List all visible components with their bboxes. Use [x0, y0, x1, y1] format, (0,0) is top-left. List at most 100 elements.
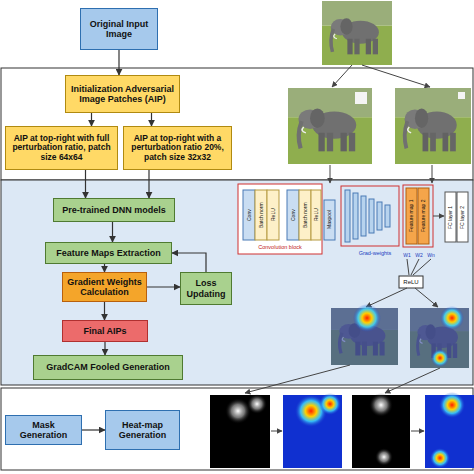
flow-arrow [172, 253, 206, 272]
flow-arrow [82, 429, 105, 430]
heat-spot [353, 304, 381, 332]
box-label: Feature Maps Extraction [56, 248, 161, 258]
box-label: GradCAM Fooled Generation [46, 362, 170, 372]
flow-arrow [104, 342, 105, 355]
hidden-layer [385, 205, 390, 227]
feature-map-outline [403, 185, 433, 247]
box-label: Gradient Weights Calculation [66, 277, 143, 297]
illustration-label: Conv [287, 190, 299, 240]
box-label: Pre-trained DNN models [62, 205, 166, 215]
stage-band [1, 180, 473, 385]
process-box: Initialization Adversarial Image Patches… [65, 75, 180, 113]
conv-layer [243, 190, 255, 240]
weight-line [407, 259, 409, 275]
flow-arrow [366, 288, 407, 307]
flow-arrow [385, 368, 440, 393]
illustration-label: Batch norm [255, 190, 267, 240]
patched-photo [395, 88, 471, 164]
box-label: AIP at top-right with a perturbation rat… [127, 134, 228, 163]
box-label: Final AIPs [83, 326, 126, 336]
stage-band [1, 388, 473, 470]
flow-arrow [151, 113, 152, 126]
process-box: AIP at top-right with a perturbation rat… [123, 126, 232, 170]
feature-map [406, 188, 417, 244]
mask-spot [225, 398, 251, 424]
relu-layer [311, 190, 321, 240]
process-box: Original Input Image [80, 8, 158, 50]
flow-arrow [245, 365, 350, 393]
illustration-label: Feature map 1 [406, 188, 417, 244]
relu-box [399, 276, 423, 288]
illustration-label: FC layer 2 [457, 192, 468, 242]
illustration-label: Feature map 2 [418, 188, 429, 244]
flow-arrow [411, 431, 424, 432]
fc-layer [445, 192, 456, 242]
heat-spot [439, 392, 465, 418]
flow-arrow [271, 431, 282, 432]
flow-arrow [330, 165, 331, 183]
flow-arrow [85, 170, 86, 198]
input-photo [322, 1, 392, 65]
process-box: AIP at top-right with full perturbation … [5, 126, 118, 170]
fc-layer [457, 192, 468, 242]
hidden-layer [377, 202, 382, 230]
process-box: Gradient Weights Calculation [62, 272, 147, 302]
flow-arrow [415, 288, 438, 307]
heat-spot [319, 393, 341, 415]
norm-layer [255, 190, 267, 240]
hidden-layer [369, 199, 374, 233]
illustration-label: Conv [243, 190, 255, 240]
stage-band [1, 68, 473, 180]
process-box: Pre-trained DNN models [53, 198, 175, 222]
illustration-label: W2 [414, 252, 424, 259]
flow-arrow [91, 113, 92, 126]
flow-arrow [118, 50, 119, 75]
patched-photo [288, 88, 372, 164]
flow-arrow [433, 216, 444, 217]
box-label: Mask Generation [9, 420, 78, 440]
mask-spot [247, 394, 267, 414]
box-label: Heat-map Generation [109, 420, 176, 440]
conv-layer [287, 190, 299, 240]
box-label: Loss Updating [184, 278, 228, 298]
heat-spot [430, 448, 450, 468]
feature-map [418, 188, 429, 244]
illustration-label: Batch norm [299, 190, 311, 240]
heat-spot [440, 306, 464, 330]
hidden-layer [345, 190, 350, 242]
illustration-label: ReLU [267, 190, 279, 240]
mask-image [210, 395, 270, 468]
relu-layer [267, 190, 279, 240]
hidden-layer [361, 196, 366, 236]
illustration-label: Maxpool [324, 200, 335, 240]
illustration-label: Wn [426, 252, 436, 259]
adversarial-patch [458, 92, 465, 99]
process-box: Loss Updating [180, 272, 232, 305]
illustration-label: FC layer 1 [445, 192, 456, 242]
flow-arrow [148, 170, 149, 198]
hidden-layer [353, 193, 358, 239]
box-label: AIP at top-right with full perturbation … [9, 134, 114, 163]
flow-arrow [332, 65, 352, 87]
box-label: Initialization Adversarial Image Patches… [69, 84, 176, 104]
layer-group-outline [341, 186, 399, 246]
flow-arrow [104, 302, 105, 320]
heat-spot [431, 349, 449, 367]
illustration-label: W1 [402, 252, 412, 259]
flow-arrow [112, 222, 113, 242]
adversarial-patch [355, 92, 367, 104]
flow-arrow [362, 65, 430, 87]
process-box: Feature Maps Extraction [45, 242, 172, 264]
mask-spot [369, 393, 393, 417]
process-box: Heat-map Generation [105, 410, 180, 450]
illustration-label: ReLU [311, 190, 321, 240]
illustration-label: ReLU [399, 276, 423, 288]
illustration-label: Convolution block [250, 244, 310, 252]
mask-spot [375, 448, 393, 466]
box-label: Original Input Image [84, 19, 154, 39]
conv-block-outline [238, 184, 322, 254]
flow-arrow [104, 264, 105, 272]
